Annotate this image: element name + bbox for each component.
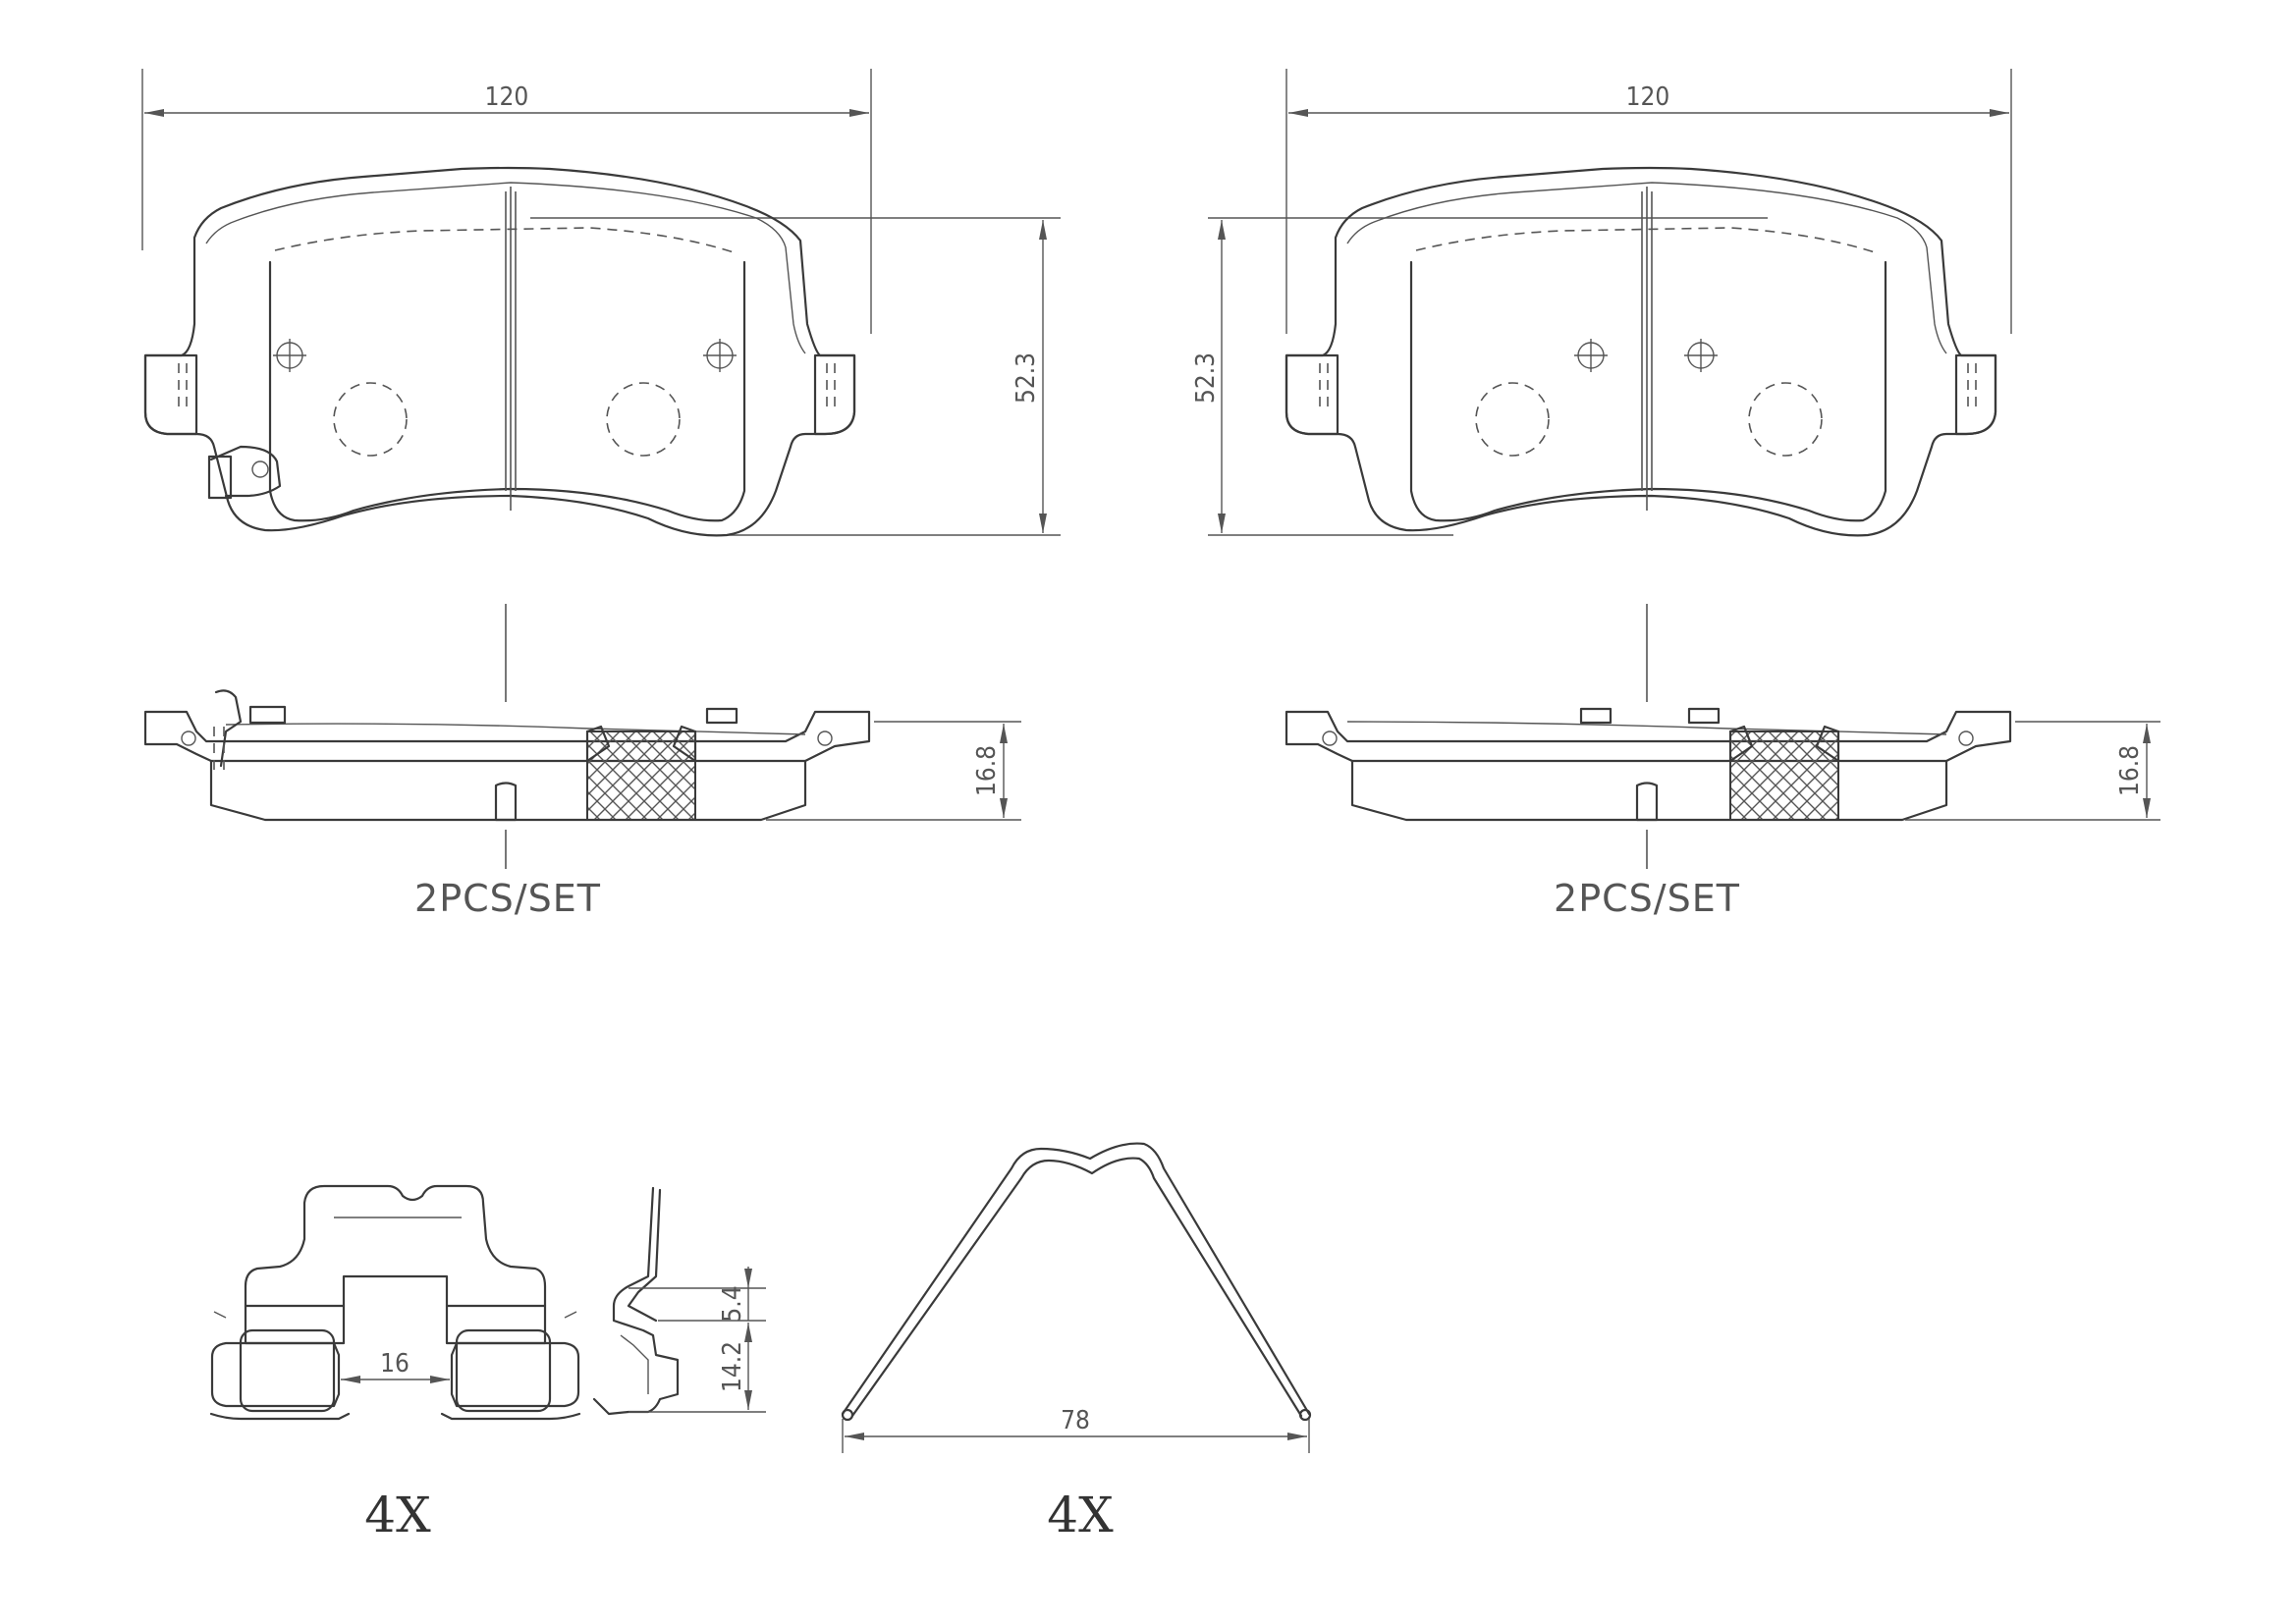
clip-upper-dim: 5.4 bbox=[718, 1285, 747, 1322]
left-pad-set-label: 2PCS/SET bbox=[414, 877, 601, 920]
right-pad-side-view: 16.8 2PCS/SET bbox=[1285, 604, 2160, 920]
right-pad-front-view: 120 52.3 bbox=[1191, 69, 2012, 537]
right-pad-set-label: 2PCS/SET bbox=[1554, 877, 1740, 920]
spring-quantity: 4X bbox=[1047, 1487, 1114, 1543]
clip-quantity: 4X bbox=[364, 1487, 431, 1543]
left-pad-height-dim: 52.3 bbox=[1011, 352, 1041, 404]
right-pad-thickness-dim: 16.8 bbox=[2115, 745, 2145, 796]
clip-lower-dim: 14.2 bbox=[718, 1341, 747, 1392]
spring-width-dim: 78 bbox=[1061, 1406, 1090, 1435]
left-pad-thickness-dim: 16.8 bbox=[972, 745, 1002, 796]
left-pad-side-view: 16.8 2PCS/SET bbox=[143, 604, 1021, 920]
right-pad-height-dim: 52.3 bbox=[1191, 352, 1221, 404]
retaining-spring: 78 4X bbox=[841, 1142, 1312, 1543]
right-pad-width-dim: 120 bbox=[1626, 82, 1670, 112]
abutment-clip-side-view: 5.4 14.2 bbox=[592, 1186, 766, 1416]
left-pad-width-dim: 120 bbox=[485, 82, 529, 112]
left-pad-front-view: 120 52.3 bbox=[141, 69, 1061, 537]
abutment-clip-front-view: 16 4X bbox=[209, 1184, 581, 1543]
clip-spacing-dim: 16 bbox=[380, 1349, 410, 1379]
